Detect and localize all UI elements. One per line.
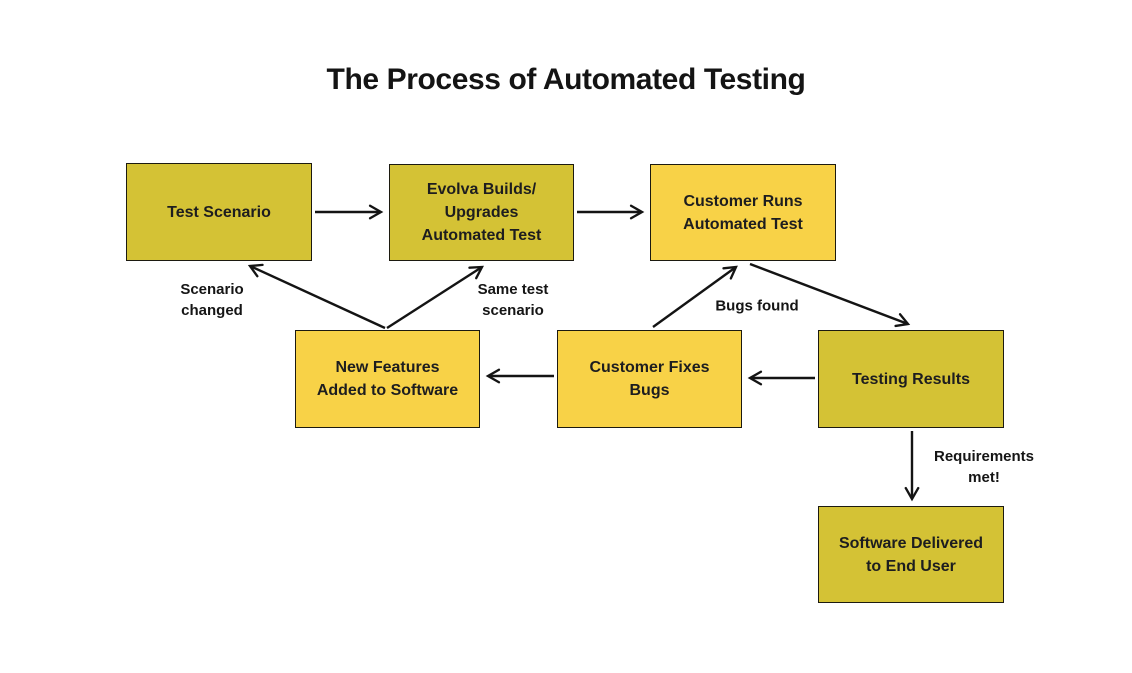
arrow-new-features-to-evolva	[386, 265, 484, 330]
arrow-new-features-to-test-scenario	[247, 263, 386, 330]
node-new-features: New Features Added to Software	[295, 330, 480, 428]
arrow-customer-fixes-to-customer-runs	[652, 265, 738, 328]
node-software-delivered: Software Delivered to End User	[818, 506, 1004, 603]
node-evolva-builds: Evolva Builds/ Upgrades Automated Test	[389, 164, 574, 261]
node-testing-results-label: Testing Results	[852, 370, 970, 388]
node-evolva-builds-label: Evolva Builds/ Upgrades Automated Test	[421, 181, 542, 244]
edge-label-scenario-changed: Scenario changed	[180, 281, 244, 319]
edge-label-same-test-scenario: Same test scenario	[477, 281, 549, 319]
node-customer-runs: Customer Runs Automated Test	[650, 164, 836, 261]
edge-label-requirements-met: Requirements met!	[933, 448, 1035, 486]
node-customer-fixes: Customer Fixes Bugs	[557, 330, 742, 428]
node-customer-fixes-label: Customer Fixes Bugs	[589, 359, 710, 399]
edge-label-bugs-found: Bugs found	[715, 297, 799, 315]
page-title: The Process of Automated Testing	[326, 63, 806, 96]
arrow-customer-runs-to-testing-results	[749, 262, 911, 328]
node-testing-results: Testing Results	[818, 330, 1004, 428]
node-new-features-label: New Features Added to Software	[316, 359, 459, 399]
node-test-scenario-label: Test Scenario	[167, 203, 271, 221]
node-test-scenario: Test Scenario	[126, 163, 312, 261]
node-customer-runs-label: Customer Runs Automated Test	[683, 192, 803, 233]
node-software-delivered-label: Software Delivered to End User	[838, 534, 984, 575]
